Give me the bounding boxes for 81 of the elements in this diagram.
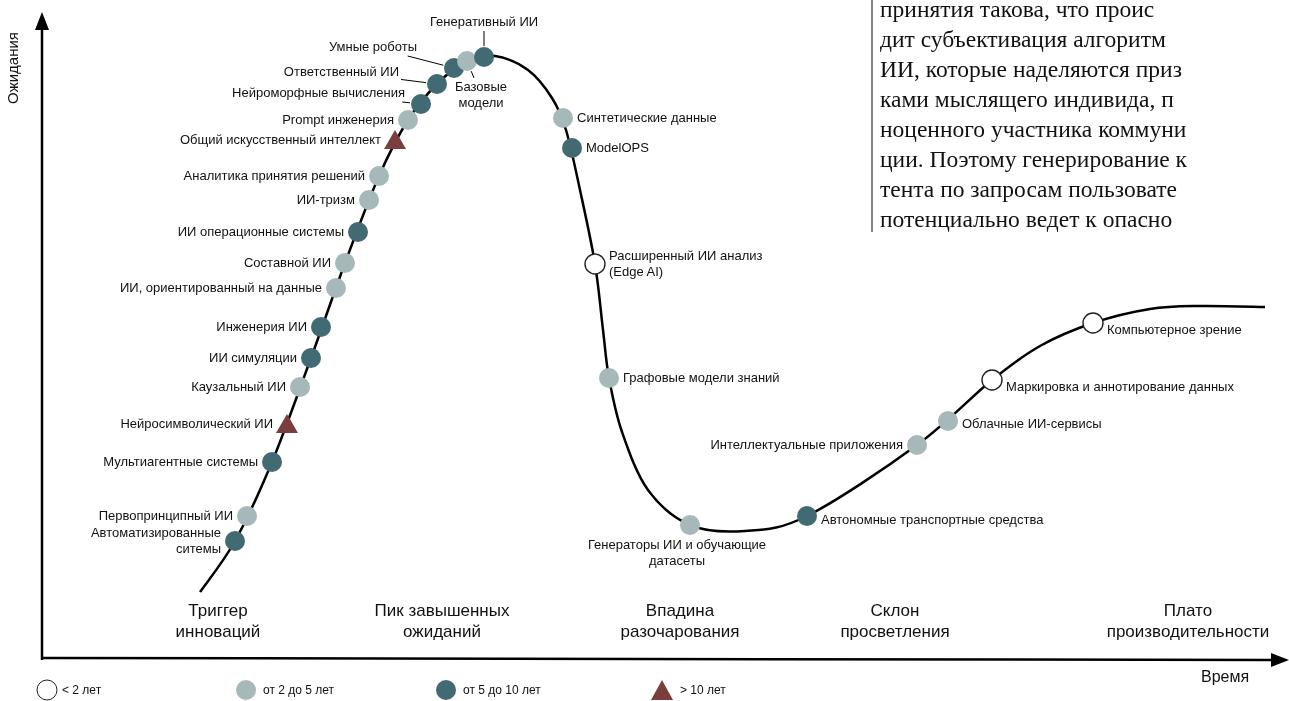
text-line: потенциально ведет к опасно xyxy=(880,205,1173,234)
technology-label: ИИ операционные системы xyxy=(177,224,344,240)
technology-label: Общий искусственный интеллект xyxy=(179,132,381,148)
phase-label: Пик завышенных ожиданий xyxy=(373,600,511,642)
technology-label: ИИ-тризм xyxy=(296,192,355,208)
legend-label: от 2 до 5 лет xyxy=(263,682,335,698)
marker-dot xyxy=(367,165,391,187)
marker-dot xyxy=(260,451,284,473)
marker-dot xyxy=(235,505,259,527)
text-line: дит субъективация алгоритм xyxy=(880,25,1166,54)
marker-dot xyxy=(795,505,819,527)
technology-label: Инженерия ИИ xyxy=(216,319,307,335)
marker-dot xyxy=(309,316,333,338)
marker-dot xyxy=(425,73,449,95)
technology-label: Интеллектуальные приложения xyxy=(710,437,903,453)
technology-label: Автоматизированные ситемы xyxy=(89,525,221,557)
marker-dot xyxy=(396,109,420,131)
marker-dot xyxy=(597,367,621,389)
marker-dot xyxy=(333,252,357,274)
marker-dot xyxy=(357,189,381,211)
technology-label: Ответственный ИИ xyxy=(283,64,399,80)
technology-label: Генераторы ИИ и обучающие датасеты xyxy=(586,537,768,569)
marker-dot xyxy=(980,369,1004,391)
legend-label: < 2 лет xyxy=(62,682,102,698)
technology-label: Генеративный ИИ xyxy=(429,14,539,30)
technology-label: Prompt инженерия xyxy=(282,112,394,128)
phase-label: Впадина разочарования xyxy=(619,600,741,642)
marker-dot xyxy=(346,221,370,243)
technology-label: Автономные транспортные средства xyxy=(821,512,1044,528)
technology-label: Синтетические данные xyxy=(577,110,717,126)
marker-dot xyxy=(583,253,607,275)
technology-label: Облачные ИИ-сервисы xyxy=(962,416,1102,432)
marker-dot xyxy=(299,347,323,369)
technology-label: Базовые модели xyxy=(446,79,516,111)
axis-label: Ожидания xyxy=(5,32,21,104)
leader-line xyxy=(400,79,427,84)
marker-dot xyxy=(472,46,496,68)
technology-label: Аналитика принятия решений xyxy=(183,168,365,184)
technology-label: Компьютерное зрение xyxy=(1107,322,1242,338)
technology-label: Каузальный ИИ xyxy=(191,379,286,395)
marker-dot xyxy=(551,107,575,129)
leader-line xyxy=(483,30,485,47)
technology-label: Мультиагентные системы xyxy=(103,454,258,470)
marker-dot xyxy=(288,376,312,398)
technology-label: ИИ, ориентированный на данные xyxy=(119,280,322,296)
technology-label: Нейросимволический ИИ xyxy=(120,416,273,432)
leader-line xyxy=(470,70,475,79)
phase-label: Склон просветления xyxy=(839,600,951,642)
axis-label: Время xyxy=(1201,667,1250,687)
text-line: тента по запросам пользовате xyxy=(880,175,1177,204)
technology-label: ModelOPS xyxy=(586,140,649,156)
marker-dot xyxy=(324,277,348,299)
marker-triangle xyxy=(275,413,299,435)
leader-line xyxy=(401,101,411,104)
marker-dot xyxy=(936,410,960,432)
marker-dot xyxy=(409,93,433,115)
technology-label: Маркировка и аннотирование данных xyxy=(1006,379,1234,395)
technology-label: Составной ИИ xyxy=(243,255,331,271)
technology-label: Графовые модели знаний xyxy=(623,370,780,386)
marker-dot xyxy=(223,530,247,552)
text-line: ции. Поэтому генерирование к xyxy=(880,145,1187,174)
marker-dot xyxy=(560,137,584,159)
technology-label: Нейроморфные вычисления xyxy=(232,85,405,101)
text-line: ИИ, которые наделяются приз xyxy=(880,55,1182,84)
marker-dot xyxy=(455,50,479,72)
text-line: принятия такова, что проис xyxy=(880,0,1155,24)
technology-label: Умные роботы xyxy=(328,39,417,55)
technology-label: Расширенный ИИ анализ (Edge AI) xyxy=(609,248,764,280)
technology-label: Первопринципный ИИ xyxy=(98,508,233,524)
text-line: ками мыслящего индивида, п xyxy=(880,85,1174,114)
phase-label: Плато производительности xyxy=(1105,600,1271,642)
technology-label: ИИ симуляции xyxy=(209,350,297,366)
marker-triangle xyxy=(383,129,407,151)
marker-dot xyxy=(905,434,929,456)
legend-label: > 10 лет xyxy=(680,682,726,698)
marker-dot xyxy=(1081,312,1105,334)
marker-dot xyxy=(678,514,702,536)
phase-label: Триггер инноваций xyxy=(174,600,262,642)
leader-line xyxy=(407,55,444,66)
text-line: ноценного участника коммуни xyxy=(880,115,1187,144)
legend-label: от 5 до 10 лет xyxy=(463,682,541,698)
